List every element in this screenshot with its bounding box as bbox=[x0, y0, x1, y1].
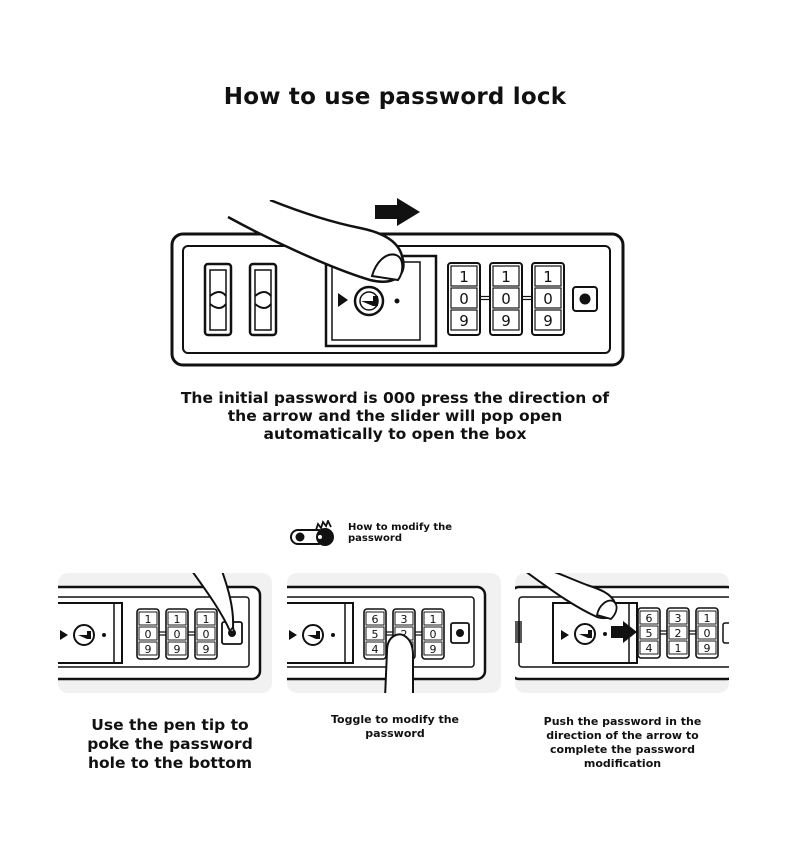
wheel-digit: 1 bbox=[543, 268, 553, 286]
combination-wheel-3[interactable]: 1 0 9 bbox=[421, 608, 445, 660]
step-1-caption: Use the pen tip to poke the password hol… bbox=[87, 716, 253, 772]
wheel-connector bbox=[386, 631, 393, 636]
finger-icon bbox=[384, 633, 414, 693]
wheel-digit: 6 bbox=[646, 612, 653, 625]
wheel-digit: 0 bbox=[174, 628, 181, 641]
push-arrow-icon bbox=[611, 621, 637, 643]
combination-wheel-2[interactable]: 1 0 9 bbox=[489, 262, 523, 336]
reset-hole-icon bbox=[572, 286, 598, 312]
wheel-digit: 4 bbox=[372, 643, 379, 656]
combination-wheel-2[interactable]: 1 0 9 bbox=[165, 608, 189, 660]
wheel-digit: 9 bbox=[543, 312, 553, 330]
wheel-connector bbox=[480, 295, 490, 301]
wheel-connector bbox=[188, 631, 195, 636]
combination-wheel-3[interactable]: 1 0 9 bbox=[695, 607, 719, 659]
wheel-digit: 9 bbox=[174, 643, 181, 656]
wheel-digit: 0 bbox=[704, 627, 711, 640]
step-2-caption: Toggle to modify the password bbox=[330, 713, 460, 740]
pen-tip-icon bbox=[192, 573, 236, 635]
wheel-digit: 1 bbox=[459, 268, 469, 286]
step-1-illustration: 1 0 9 1 0 9 1 0 9 bbox=[58, 573, 262, 681]
step-2-panel: 6 5 4 3 2 11 0 9 bbox=[287, 573, 501, 693]
latch-slot-2 bbox=[248, 262, 278, 337]
wheel-digit: 9 bbox=[145, 643, 152, 656]
wheel-digit: 6 bbox=[372, 613, 379, 626]
wheel-digit: 3 bbox=[675, 612, 682, 625]
wheel-digit: 1 bbox=[203, 613, 210, 626]
wheel-digit: 0 bbox=[145, 628, 152, 641]
wheel-digit: 2 bbox=[675, 627, 682, 640]
finger-icon bbox=[227, 150, 405, 283]
combination-wheel-3[interactable]: 1 0 9 bbox=[194, 608, 218, 660]
wheel-digit: 3 bbox=[401, 613, 408, 626]
wheel-connector bbox=[415, 631, 422, 636]
wheel-digit: 1 bbox=[675, 642, 682, 655]
wheel-connector bbox=[689, 630, 696, 635]
wheel-connector bbox=[522, 295, 532, 301]
wheel-digit: 9 bbox=[501, 312, 511, 330]
step-1-panel: 1 0 9 1 0 9 1 0 9 bbox=[58, 573, 272, 693]
wheel-digit: 5 bbox=[646, 627, 653, 640]
wheel-digit: 1 bbox=[501, 268, 511, 286]
wheel-connector bbox=[159, 631, 166, 636]
step-3-illustration: 6 5 4 3 2 1 1 0 9 bbox=[515, 573, 729, 681]
wheel-digit: 1 bbox=[145, 613, 152, 626]
step-3-panel: 6 5 4 3 2 1 1 0 9 bbox=[515, 573, 729, 693]
page-title: How to use password lock bbox=[223, 84, 567, 110]
combination-wheel-1[interactable]: 1 0 9 bbox=[136, 608, 160, 660]
main-lock-illustration: 1 0 9 1 0 9 1 0 9 bbox=[170, 150, 625, 367]
combination-wheel-1[interactable]: 6 5 4 bbox=[637, 607, 661, 659]
wheel-connector bbox=[660, 630, 667, 635]
step-2-illustration: 6 5 4 3 2 11 0 9 bbox=[287, 585, 487, 693]
combination-wheel-1[interactable]: 6 5 4 bbox=[363, 608, 387, 660]
wheel-digit: 9 bbox=[430, 643, 437, 656]
wheel-digit: 1 bbox=[174, 613, 181, 626]
wheel-digit: 1 bbox=[430, 613, 437, 626]
wheel-digit: 4 bbox=[646, 642, 653, 655]
wheel-digit: 0 bbox=[459, 290, 469, 308]
combination-wheel-1[interactable]: 1 0 9 bbox=[447, 262, 481, 336]
step-3-caption: Push the password in the direction of th… bbox=[543, 715, 702, 770]
wheel-digit: 0 bbox=[203, 628, 210, 641]
wheel-digit: 9 bbox=[459, 312, 469, 330]
push-arrow-icon bbox=[375, 198, 420, 226]
wheel-digit: 9 bbox=[203, 643, 210, 656]
modify-password-label: How to modify the password bbox=[348, 522, 452, 544]
wheel-digit: 0 bbox=[543, 290, 553, 308]
combination-wheel-2[interactable]: 3 2 1 bbox=[666, 607, 690, 659]
wheel-digit: 5 bbox=[372, 628, 379, 641]
wheel-digit: 2 bbox=[401, 628, 408, 641]
latch-slot-1 bbox=[203, 262, 233, 337]
wheel-digit: 0 bbox=[430, 628, 437, 641]
combination-wheel-3[interactable]: 1 0 9 bbox=[531, 262, 565, 336]
wheel-digit: 9 bbox=[704, 642, 711, 655]
wheel-digit: 1 bbox=[704, 612, 711, 625]
wheel-digit: 0 bbox=[501, 290, 511, 308]
main-caption: The initial password is 000 press the di… bbox=[180, 389, 610, 443]
modify-toggle-icon bbox=[290, 520, 334, 546]
finger-icon bbox=[526, 573, 618, 621]
